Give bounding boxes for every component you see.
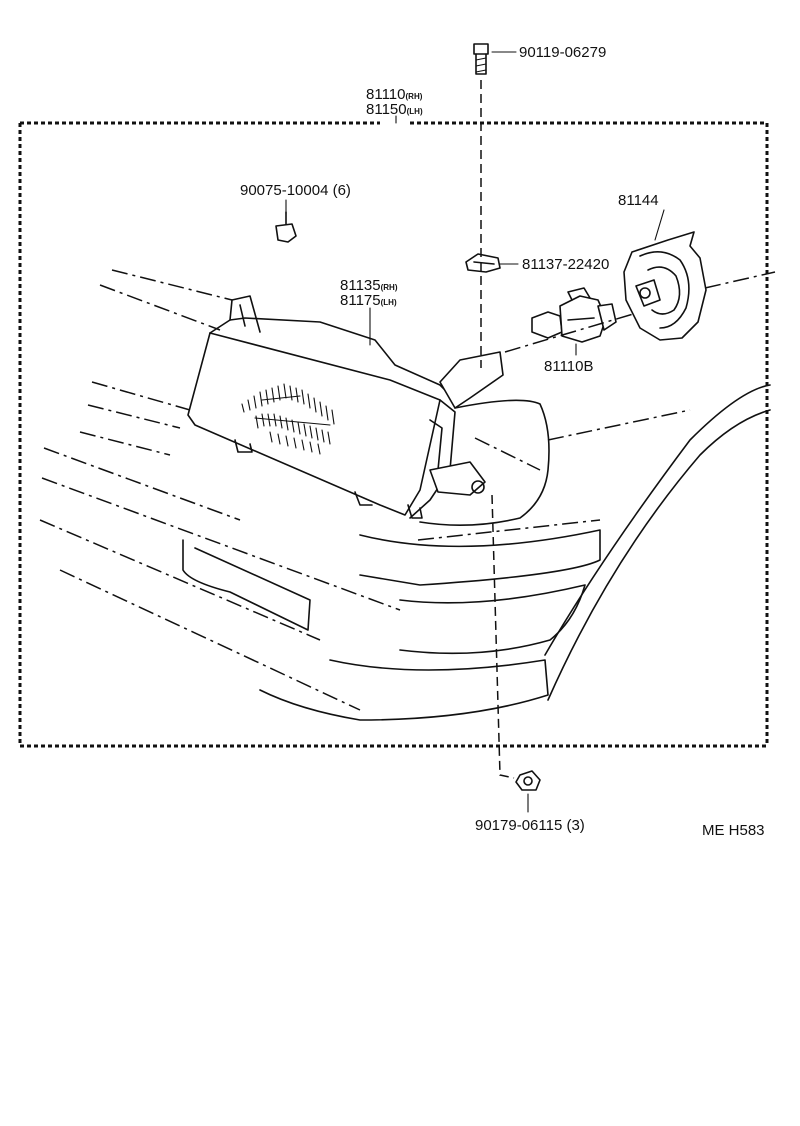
- body-panel-lines: [39, 269, 776, 711]
- assembly-part-rh-number: 81110: [366, 86, 406, 103]
- bottom-nut-axis: [491, 494, 515, 779]
- assembly-part-lh-tag: (LH): [407, 107, 423, 116]
- bulb-axis: [504, 311, 641, 353]
- top-screw-label: 90119-06279: [519, 44, 606, 61]
- headlamp-lens-pattern: [241, 383, 335, 455]
- socket-cover-label: 81144: [618, 192, 659, 209]
- clip-nut-label: 90075-10004 (6): [240, 182, 351, 199]
- unit-part-lh: 81175(LH): [340, 292, 397, 309]
- bottom-nut-label: 90179-06115 (3): [475, 817, 585, 834]
- assembly-part-lh: 81150(LH): [366, 101, 423, 118]
- bottom-nut: [515, 770, 541, 791]
- unit-part-rh-tag: (RH): [381, 283, 398, 292]
- assembly-part-rh: 81110(RH): [366, 86, 423, 103]
- unit-part-lh-tag: (LH): [381, 298, 397, 307]
- retainer-label: 81137-22420: [522, 256, 609, 273]
- bulb-label: 81110B: [544, 358, 594, 375]
- assembly-part-rh-tag: (RH): [406, 92, 423, 101]
- unit-part-rh: 81135(RH): [340, 277, 398, 294]
- unit-part-lh-number: 81175: [340, 292, 381, 309]
- clip-nut: [275, 211, 297, 243]
- retainer-clip: [465, 253, 501, 273]
- leader-lines: [285, 51, 665, 813]
- top-screw: [473, 43, 489, 75]
- headlamp-housing: [187, 295, 504, 519]
- bumper-outline: [182, 384, 771, 721]
- unit-part-rh-number: 81135: [340, 277, 381, 294]
- diagram-code: ME H583: [702, 822, 765, 839]
- socket-cover: [623, 231, 707, 341]
- assembly-part-lh-number: 81150: [366, 101, 407, 118]
- assembly-frame: [18, 121, 769, 748]
- halogen-bulb: [531, 287, 617, 343]
